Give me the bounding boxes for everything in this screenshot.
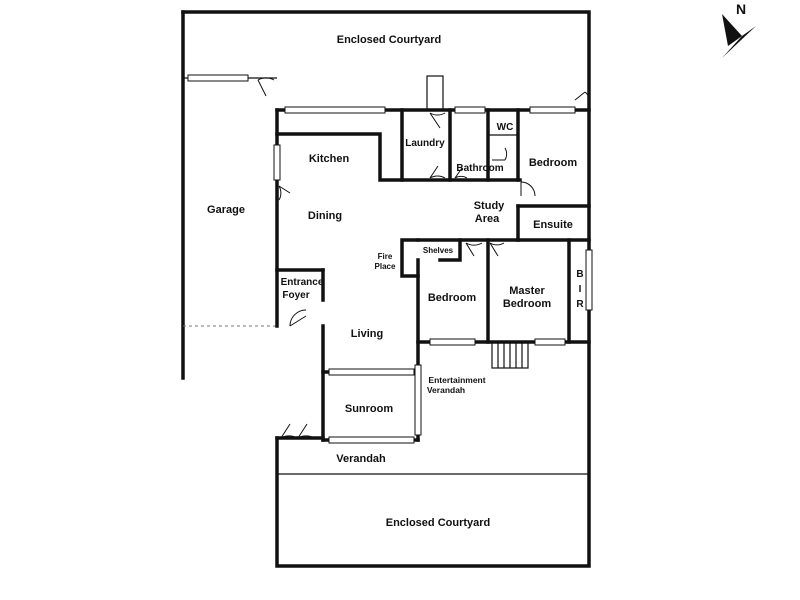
label-garage: Garage	[207, 204, 245, 216]
garage-outline	[183, 74, 277, 327]
steps	[491, 341, 529, 369]
label-master-bedroom-2: Bedroom	[503, 298, 552, 310]
label-kitchen: Kitchen	[309, 153, 350, 165]
label-bedroom-2: Bedroom	[428, 292, 477, 304]
doors	[257, 77, 590, 439]
label-enclosed-courtyard-bottom: Enclosed Courtyard	[386, 517, 491, 529]
label-bir-3: R	[576, 299, 584, 310]
label-study-area-1: Study	[474, 200, 505, 212]
windows	[273, 106, 593, 444]
label-sunroom: Sunroom	[345, 403, 393, 415]
label-shelves: Shelves	[423, 246, 454, 255]
label-enclosed-courtyard-top: Enclosed Courtyard	[337, 34, 442, 46]
label-fire-place-1: Fire	[378, 252, 393, 261]
label-living: Living	[351, 328, 383, 340]
label-fire-place-2: Place	[375, 262, 396, 271]
label-bedroom-1: Bedroom	[529, 157, 578, 169]
label-laundry: Laundry	[405, 138, 445, 149]
label-entrance-foyer-2: Foyer	[282, 290, 309, 301]
label-verandah: Verandah	[336, 453, 386, 465]
north-compass: N	[722, 1, 756, 58]
compass-arrow-icon	[722, 14, 742, 46]
label-wc: WC	[497, 122, 514, 133]
label-entertainment-verandah-2: Verandah	[427, 385, 465, 395]
lot-boundary	[181, 10, 591, 568]
compass-label: N	[736, 1, 746, 17]
label-bir-2: I	[579, 284, 582, 295]
label-bathroom: Bathroom	[456, 163, 503, 174]
label-ensuite: Ensuite	[533, 219, 573, 231]
label-bir-1: B	[576, 269, 583, 280]
label-entrance-foyer-1: Entrance	[281, 277, 324, 288]
label-dining: Dining	[308, 210, 342, 222]
label-master-bedroom-1: Master	[509, 285, 545, 297]
room-labels: Enclosed Courtyard Garage Kitchen Dining…	[207, 34, 584, 529]
label-entertainment-verandah-1: Entertainment	[428, 375, 485, 385]
label-study-area-2: Area	[475, 213, 500, 225]
